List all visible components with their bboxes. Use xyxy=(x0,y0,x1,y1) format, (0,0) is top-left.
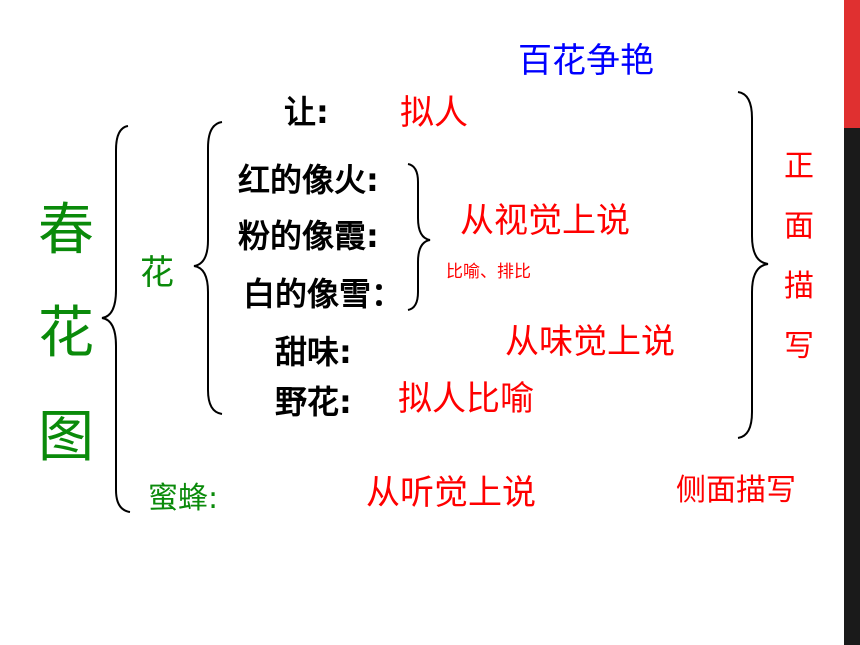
front-desc-char-1: 正 xyxy=(784,149,814,184)
main-left-brace xyxy=(101,125,131,513)
item-rang-method: 拟人 xyxy=(400,93,468,133)
slide-edge-accent xyxy=(844,0,860,128)
title-char-3: 图 xyxy=(38,405,94,470)
front-desc-char-2: 面 xyxy=(784,209,814,244)
item-ye-label: 野花: xyxy=(275,383,352,421)
visual-method: 从视觉上说 xyxy=(460,201,630,241)
comparison-right-brace xyxy=(407,163,431,311)
branch-flower-label: 花 xyxy=(140,253,174,293)
branch-bee-label: 蜜蜂: xyxy=(148,481,219,516)
front-desc-char-3: 描 xyxy=(784,269,814,304)
front-right-brace xyxy=(737,91,769,439)
item-fen-label: 粉的像霞: xyxy=(238,217,379,255)
title-char-2: 花 xyxy=(38,301,94,366)
heading-text: 百花争艳 xyxy=(518,41,654,81)
item-tian-label: 甜味: xyxy=(275,333,352,371)
flower-left-brace xyxy=(193,121,223,415)
item-rang-label: 让: xyxy=(284,93,329,131)
title-char-1: 春 xyxy=(38,198,94,263)
side-desc: 侧面描写 xyxy=(676,473,796,508)
front-desc-char-4: 写 xyxy=(784,329,814,364)
slide-edge-bar xyxy=(844,0,860,645)
item-bai-label: 白的像雪： xyxy=(243,275,404,313)
visual-note: 比喻、排比 xyxy=(446,262,531,282)
item-ye-method: 拟人比喻 xyxy=(398,379,534,419)
bee-method: 从听觉上说 xyxy=(366,473,536,513)
item-hong-label: 红的像火: xyxy=(238,161,379,199)
item-tian-method: 从味觉上说 xyxy=(505,322,675,362)
